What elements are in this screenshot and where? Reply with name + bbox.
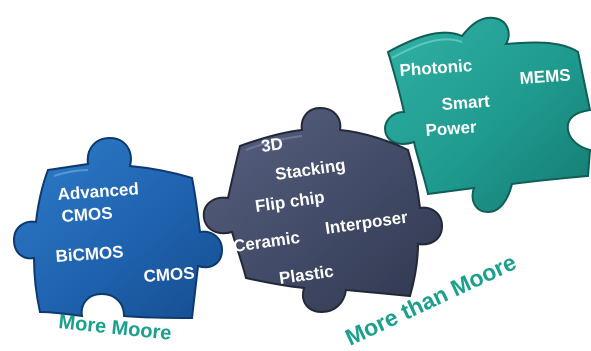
slate-puzzle-piece bbox=[202, 106, 444, 314]
blue-puzzle-piece bbox=[12, 136, 224, 320]
label-3d: 3D bbox=[260, 134, 284, 156]
teal-puzzle-piece bbox=[384, 16, 591, 214]
label-smart: Smart bbox=[441, 92, 491, 114]
label-bicmos: BiCMOS bbox=[55, 242, 124, 266]
label-mems: MEMS bbox=[519, 65, 571, 88]
label-power: Power bbox=[425, 117, 478, 140]
label-cmos: CMOS bbox=[143, 263, 195, 286]
label-cmos-advanced: CMOS bbox=[61, 203, 113, 226]
